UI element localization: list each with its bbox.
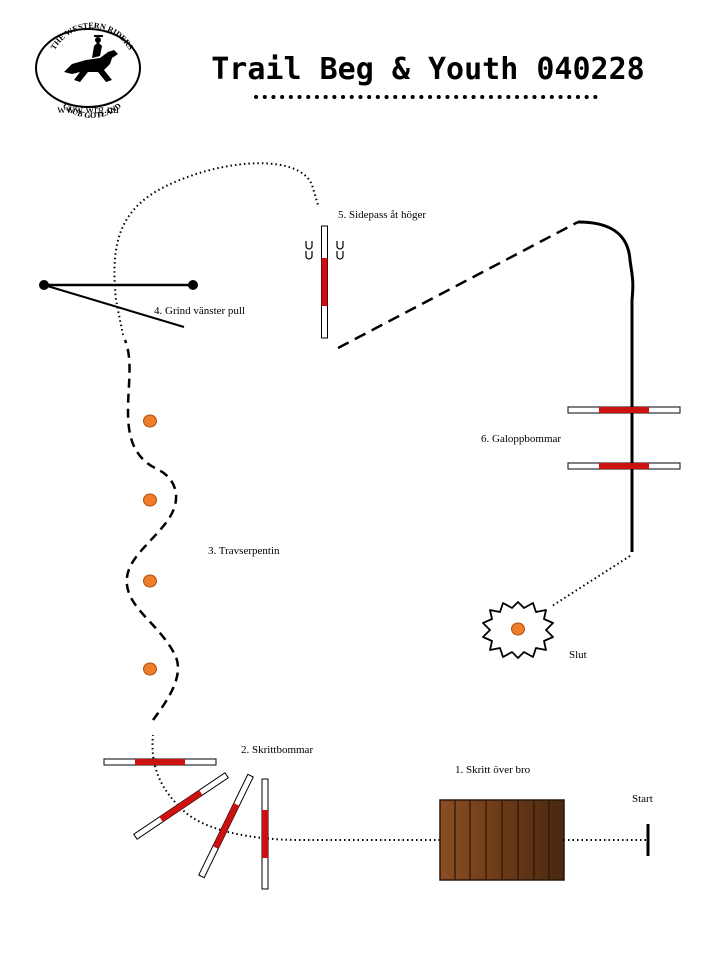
walk-pole-diagonal-1 — [133, 772, 229, 840]
path-lope — [577, 220, 635, 552]
label-gate: 4. Grind vänster pull — [154, 305, 245, 317]
label-lope-poles: 6. Galoppbommar — [481, 433, 561, 445]
label-walk-poles: 2. Skrittbommar — [241, 744, 313, 756]
serpentine-cones — [143, 414, 157, 676]
finish-cone — [511, 622, 525, 636]
lope-pole-2 — [567, 462, 681, 470]
page-title: Trail Beg & Youth 040228 — [211, 52, 644, 87]
cone-3 — [143, 574, 157, 588]
label-start: Start — [632, 793, 653, 805]
label-finish: Slut — [569, 649, 587, 661]
cone-4 — [143, 662, 157, 676]
cone-2 — [143, 493, 157, 507]
lope-pole-1 — [567, 406, 681, 414]
finish-marker — [482, 601, 554, 659]
walk-pole-horizontal — [103, 758, 217, 766]
path-gate-to-sidepass — [113, 162, 319, 336]
gate-obstacle — [39, 280, 198, 328]
cone-1 — [143, 414, 157, 428]
walk-poles — [103, 758, 269, 890]
walk-pole-vertical — [261, 778, 269, 890]
course-path — [113, 162, 650, 856]
path-sidepass-lope — [337, 220, 579, 350]
sidepass-direction-icon — [305, 241, 344, 260]
horse-rider-icon — [64, 35, 118, 82]
label-sidepass: 5. Sidepass åt höger — [338, 209, 426, 221]
path-trot-serpentine — [123, 339, 180, 721]
label-trot-serpentine: 3. Travserpentin — [208, 545, 280, 557]
path-to-finish — [551, 555, 631, 607]
walk-pole-diagonal-2 — [198, 773, 254, 879]
sidepass-obstacle — [305, 225, 344, 339]
lope-poles — [567, 406, 681, 470]
bridge-obstacle — [439, 799, 565, 881]
label-bridge: 1. Skritt över bro — [455, 764, 531, 776]
website-url[interactable]: www.wrg.nu — [57, 102, 119, 116]
path-bridge-to-poles — [151, 734, 440, 841]
